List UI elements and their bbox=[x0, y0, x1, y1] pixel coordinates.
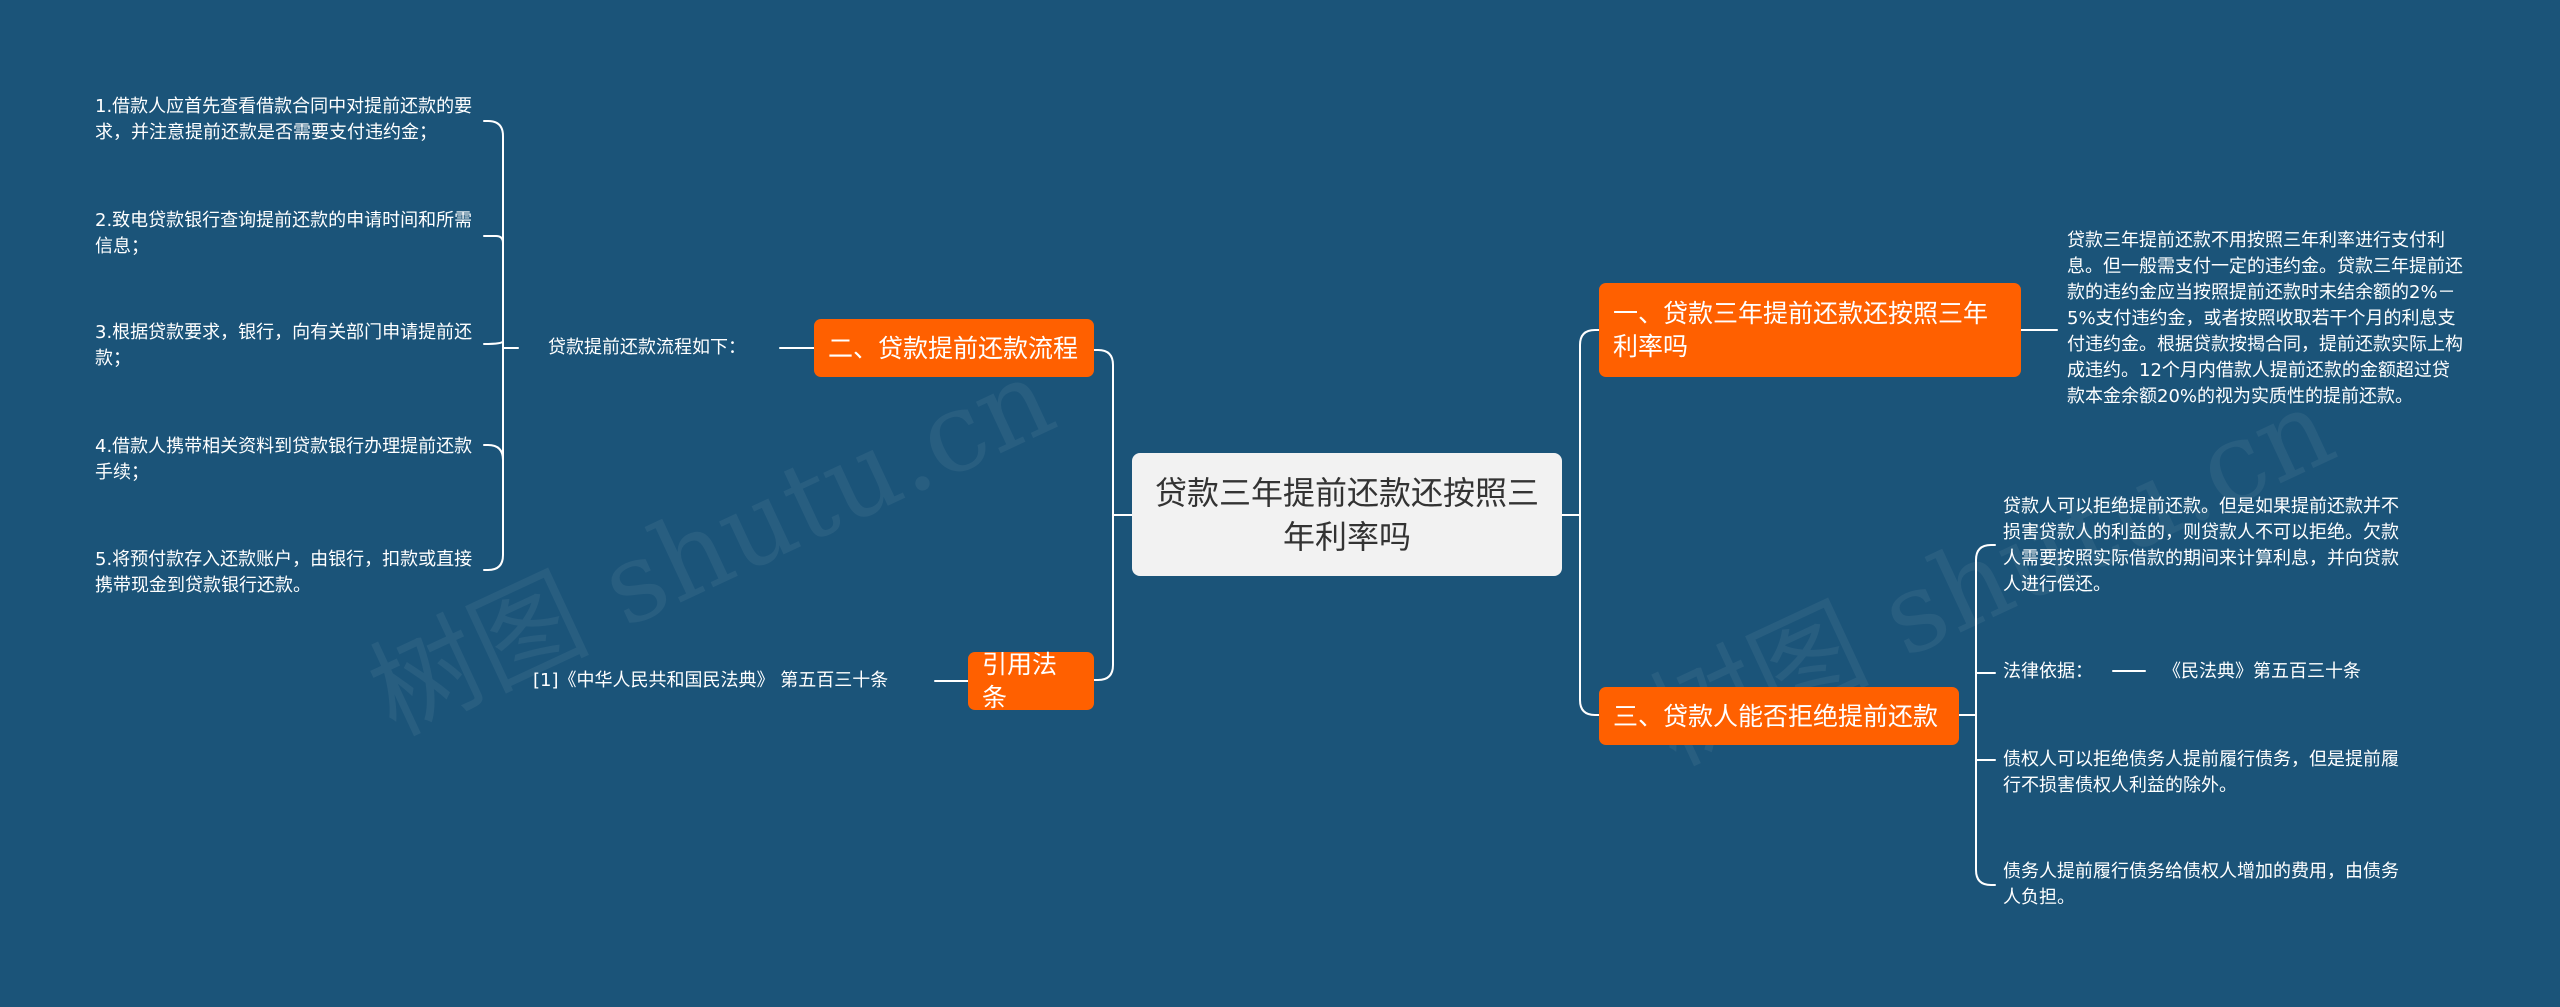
process-step-1: 1.借款人应首先查看借款合同中对提前还款的要求，并注意提前还款是否需要支付违约金… bbox=[95, 96, 473, 143]
refuse-item-2: 债权人可以拒绝债务人提前履行债务，但是提前履行不损害债权人利益的除外。 bbox=[2003, 749, 2399, 796]
interest-text: 贷款三年提前还款不用按照三年利率进行支付利息。但一般需支付一定的违约金。贷款三年… bbox=[2067, 230, 2463, 407]
root-topic[interactable]: 贷款三年提前还款还按照三年利率吗 bbox=[1132, 453, 1562, 576]
process-step-2: 2.致电贷款银行查询提前还款的申请时间和所需信息； bbox=[95, 210, 473, 257]
branch-process-label: 二、贷款提前还款流程 bbox=[828, 333, 1079, 363]
process-step-3: 3.根据贷款要求，银行，向有关部门申请提前还款； bbox=[95, 322, 473, 369]
refuse-basis-label: 法律依据： bbox=[2003, 661, 2093, 682]
root-topic-text: 贷款三年提前还款还按照三年利率吗 bbox=[1154, 473, 1539, 556]
process-step-5: 5.将预付款存入还款账户，由银行，扣款或直接携带现金到贷款银行还款。 bbox=[95, 549, 473, 596]
refuse-item-3: 债务人提前履行债务给债权人增加的费用，由债务人负担。 bbox=[2003, 861, 2399, 908]
refuse-basis-value: 《民法典》第五百三十条 bbox=[2163, 661, 2361, 682]
refuse-item-1: 贷款人可以拒绝提前还款。但是如果提前还款并不损害贷款人的利益的，则贷款人不可以拒… bbox=[2003, 496, 2399, 595]
branch-law[interactable]: 引用法条 bbox=[968, 650, 1094, 712]
branch-interest-label: 一、贷款三年提前还款还按照三年利率吗 bbox=[1613, 299, 1989, 361]
branch-law-label: 引用法条 bbox=[982, 650, 1058, 712]
branch-refuse-label: 三、贷款人能否拒绝提前还款 bbox=[1613, 701, 1939, 731]
law-item: [1]《中华人民共和国民法典》 第五百三十条 bbox=[533, 670, 889, 691]
branch-refuse[interactable]: 三、贷款人能否拒绝提前还款 bbox=[1599, 687, 1959, 745]
process-intro: 贷款提前还款流程如下： bbox=[548, 337, 746, 358]
process-step-4: 4.借款人携带相关资料到贷款银行办理提前还款手续； bbox=[95, 436, 473, 483]
branch-interest[interactable]: 一、贷款三年提前还款还按照三年利率吗 bbox=[1599, 283, 2021, 377]
branch-process[interactable]: 二、贷款提前还款流程 bbox=[814, 319, 1094, 377]
